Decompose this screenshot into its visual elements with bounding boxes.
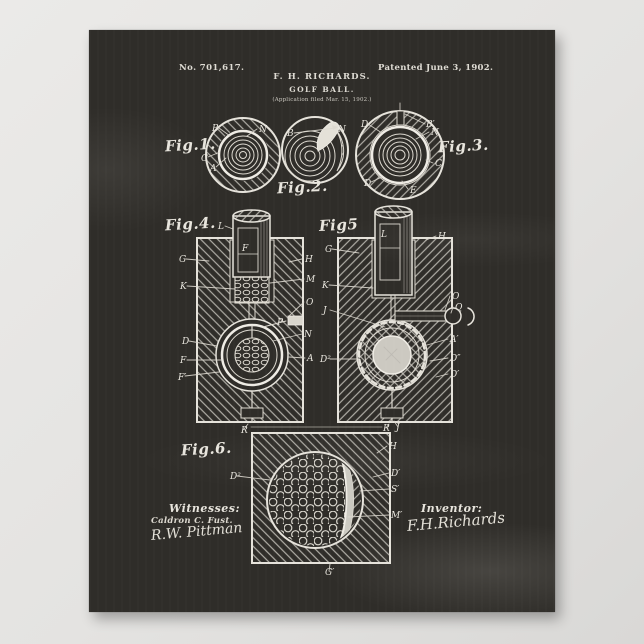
patent-title: GOLF BALL.	[289, 85, 355, 94]
fig3-ref-letter: E	[409, 186, 417, 196]
fig2-leader-lines	[293, 125, 338, 134]
fig4-ref-letter: N	[303, 330, 313, 340]
fig4-ref-letter: R	[240, 426, 248, 436]
fig5-ref-letter: O	[452, 292, 460, 302]
fig6-ref-letter: M′	[390, 511, 402, 521]
fig5-ref-letter: J	[394, 423, 401, 433]
fig3-leader-lines	[367, 102, 434, 190]
fig1-ref-letter: B	[211, 124, 219, 134]
fig3-ref-letter: C	[435, 159, 442, 169]
witnesses-block: Witnesses: Caldron C. Fust. R.W. Pittman	[150, 502, 243, 544]
fig2-ref-letter: N	[337, 125, 347, 135]
fig3-ref-letter: N	[430, 128, 440, 138]
fig6-ref-letter: S′	[391, 485, 399, 495]
fig4-ref-letter: F′	[177, 373, 186, 383]
fig4-ref-letter: F	[241, 244, 249, 254]
fig5-label: Fig5	[318, 214, 359, 236]
fig5-ref-letter: R	[382, 424, 390, 434]
fig1-ref-letter: A	[209, 164, 217, 174]
fig4-ref-letter: M	[305, 275, 316, 285]
fig6-drawing: H D² D′ S′ M′ G′	[229, 432, 402, 578]
fig3-ref-letter: B′	[425, 120, 435, 130]
fig5-ref-letter: L	[380, 230, 387, 240]
fig1-drawing: B N C A	[201, 117, 281, 193]
fig3-ref-letter: D	[360, 120, 368, 130]
fig4-ref-letter: L	[217, 222, 224, 232]
fig1-label: Fig.1.	[164, 134, 217, 156]
fig5-ref-letter: H	[437, 232, 446, 242]
witnesses-heading: Witnesses:	[169, 502, 241, 515]
fig4-ref-letter: D	[181, 337, 189, 347]
fig6-ref-letter: D′	[390, 469, 400, 479]
fig4-leader-lines	[184, 225, 383, 430]
fig6-ref-letter: D²	[229, 472, 241, 482]
fig5-drawing: L G H K J O Q D² A′ D″ D′ R J	[319, 205, 475, 434]
fig6-leader-lines	[236, 445, 390, 572]
patent-number: No. 701,617.	[179, 63, 245, 73]
inventor-heading: Inventor:	[421, 502, 483, 515]
fig4-ref-letter: F	[179, 356, 187, 366]
fig1-ref-letter: C	[201, 154, 208, 164]
inventor-block: Inventor: F.H.Richards	[406, 502, 505, 535]
fig3-ref-letter: D	[363, 179, 371, 189]
fig4-ref-letter: H	[304, 255, 313, 265]
patent-drawing: B N C A B N	[177, 102, 475, 578]
fig5-ref-letter: D²	[319, 355, 331, 365]
fig4-label: Fig.4.	[164, 213, 217, 235]
fig5-ref-letter: G	[325, 245, 332, 255]
fig5-ref-letter: K	[321, 281, 330, 291]
fig2-drawing: B N	[281, 116, 349, 184]
fig6-ref-letter: G′	[325, 568, 334, 578]
fig5-leader-lines	[328, 235, 454, 429]
fig4-ref-letter: K	[179, 282, 188, 292]
fig5-ref-letter: A′	[449, 335, 459, 345]
application-note: (Application filed Mar. 15, 1902.)	[272, 97, 372, 103]
inventor-name-heading: F. H. RICHARDS.	[273, 72, 371, 82]
fig6-label: Fig.6.	[180, 438, 233, 460]
fig3-drawing: D B′ N C D E	[355, 102, 445, 200]
fig5-ref-letter: J	[321, 306, 328, 316]
fig4-ref-letter: O	[306, 298, 314, 308]
fig5-ref-letter: D″	[449, 354, 461, 364]
fig4-ref-letter: G	[179, 255, 186, 265]
patent-poster: No. 701,617. Patented June 3, 1902. F. H…	[89, 30, 555, 612]
fig3-label: Fig.3.	[437, 135, 490, 157]
fig1-ref-letter: N	[258, 125, 268, 135]
fig2-ref-letter: B	[286, 129, 294, 139]
fig4-ref-letter: P	[276, 318, 284, 328]
patent-date: Patented June 3, 1902.	[378, 63, 494, 73]
fig2-label: Fig.2.	[276, 176, 329, 198]
fig4-ref-letter: A	[306, 354, 314, 364]
fig5-ref-letter: Q	[455, 303, 463, 313]
patent-heading-block: F. H. RICHARDS. GOLF BALL. (Application …	[89, 72, 555, 103]
fig6-ref-letter: H	[388, 442, 397, 452]
witness-signature-1: Caldron C. Fust.	[151, 516, 233, 526]
fig1-leader-lines	[207, 127, 258, 168]
fig4-drawing: L F G H M K O P D N F A F′ R	[177, 209, 383, 436]
fig5-ref-letter: D′	[449, 370, 459, 380]
